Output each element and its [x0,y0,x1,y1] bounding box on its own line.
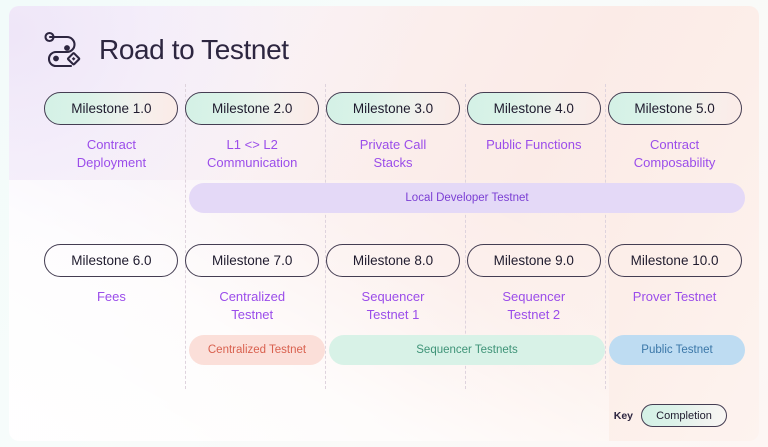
milestone-pill[interactable]: Milestone 4.0 [466,92,601,125]
milestone-caption: L1 <> L2 Communication [207,137,298,170]
phase-bar-row-2: Centralized Testnet Sequencer Testnets P… [41,335,745,365]
phase-bar-local-developer-testnet[interactable]: Local Developer Testnet [189,183,745,213]
key-completion-pill: Completion [641,404,727,427]
milestone-caption: Sequencer Testnet 2 [502,289,566,322]
milestone-column: Milestone 1.0 Contract Deployment [41,92,182,172]
roadmap-card: Road to Testnet Milestone 1.0 Contract D… [9,6,759,441]
milestone-caption: Prover Testnet [632,289,717,304]
phase-bar-label: Centralized Testnet [207,344,307,356]
phase-bar-sequencer-testnets[interactable]: Sequencer Testnets [329,335,605,365]
milestone-pill[interactable]: Milestone 5.0 [607,92,742,125]
page-header: Road to Testnet [41,30,289,70]
milestone-pill[interactable]: Milestone 6.0 [44,244,179,277]
milestone-column: Milestone 5.0 Contract Composability [604,92,745,172]
column-separators [9,6,759,441]
milestone-caption: Private Call Stacks [359,137,427,170]
milestone-pill[interactable]: Milestone 3.0 [325,92,460,125]
milestone-column: Milestone 9.0 Sequencer Testnet 2 [463,244,604,324]
page-title: Road to Testnet [99,34,289,65]
milestone-caption: Contract Composability [633,137,716,170]
milestone-column: Milestone 7.0 Centralized Testnet [182,244,323,324]
phase-bar-centralized-testnet[interactable]: Centralized Testnet [189,335,325,365]
milestone-caption: Public Functions [486,137,582,152]
milestone-pill[interactable]: Milestone 2.0 [185,92,320,125]
milestone-pill[interactable]: Milestone 7.0 [185,244,320,277]
milestone-column: Milestone 2.0 L1 <> L2 Communication [182,92,323,172]
path-node-diamond-icon [41,30,85,70]
milestone-caption: Sequencer Testnet 1 [361,289,425,322]
legend-key: Key Completion [614,404,727,427]
phase-bar-label: Local Developer Testnet [405,192,529,204]
milestone-row-1: Milestone 1.0 Contract Deployment Milest… [41,92,745,172]
milestone-column: Milestone 6.0 Fees [41,244,182,324]
milestone-pill[interactable]: Milestone 1.0 [44,92,179,125]
milestone-caption: Fees [96,289,126,304]
phase-bar-row-1: Local Developer Testnet [41,183,745,213]
milestone-pill[interactable]: Milestone 9.0 [466,244,601,277]
milestone-column: Milestone 4.0 Public Functions [463,92,604,172]
milestone-caption: Contract Deployment [76,137,147,170]
phase-bar-label: Public Testnet [641,344,713,356]
phase-bar-label: Sequencer Testnets [416,344,518,356]
milestone-pill[interactable]: Milestone 8.0 [325,244,460,277]
key-label: Key [613,409,633,422]
milestone-caption: Centralized Testnet [219,289,286,322]
milestone-column: Milestone 8.0 Sequencer Testnet 1 [323,244,464,324]
milestone-column: Milestone 3.0 Private Call Stacks [323,92,464,172]
phase-bar-public-testnet[interactable]: Public Testnet [609,335,745,365]
milestone-row-2: Milestone 6.0 Fees Milestone 7.0 Central… [41,244,745,324]
milestone-column: Milestone 10.0 Prover Testnet [604,244,745,324]
milestone-pill[interactable]: Milestone 10.0 [607,244,742,277]
